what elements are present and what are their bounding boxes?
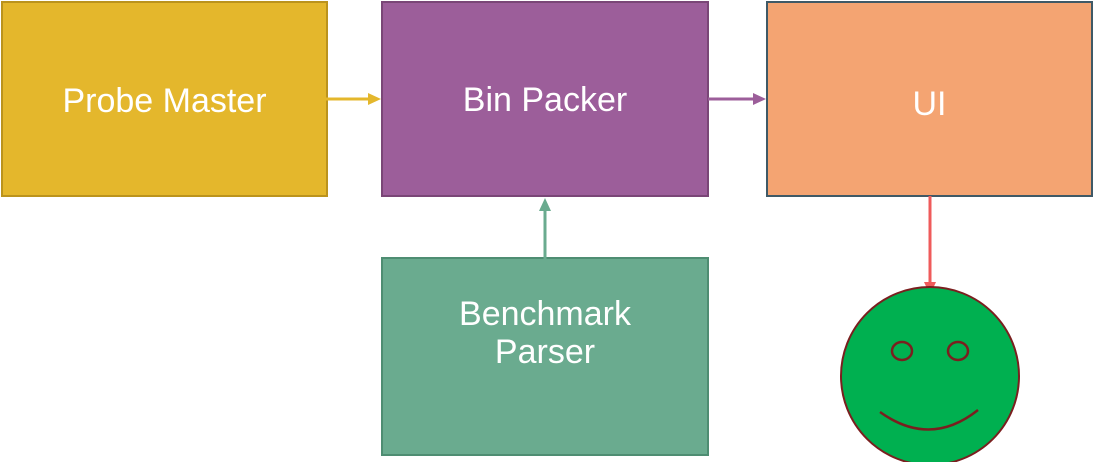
benchmark-parser-node: Benchmark Parser [381, 257, 709, 456]
arrow-binpacker-to-ui [708, 93, 766, 105]
benchmark-parser-label-line1: Benchmark [459, 295, 631, 333]
arrow-probe-to-binpacker [326, 93, 381, 105]
arrow-ui-to-smiley [924, 196, 936, 295]
bin-packer-node: Bin Packer [381, 1, 709, 197]
smiley-right-eye [946, 340, 970, 362]
probe-master-node: Probe Master [1, 1, 328, 197]
ui-label: UI [912, 85, 947, 123]
ui-node: UI [766, 1, 1093, 197]
probe-master-label: Probe Master [62, 81, 267, 120]
smiley-left-eye [890, 340, 914, 362]
benchmark-parser-label-line2: Parser [494, 333, 596, 372]
bin-packer-label: Bin Packer [462, 81, 628, 119]
arrow-benchmark-to-binpacker [539, 198, 551, 263]
smiley-head [840, 286, 1020, 462]
smiley-mouth [879, 409, 979, 431]
smiley-face [840, 286, 1020, 462]
